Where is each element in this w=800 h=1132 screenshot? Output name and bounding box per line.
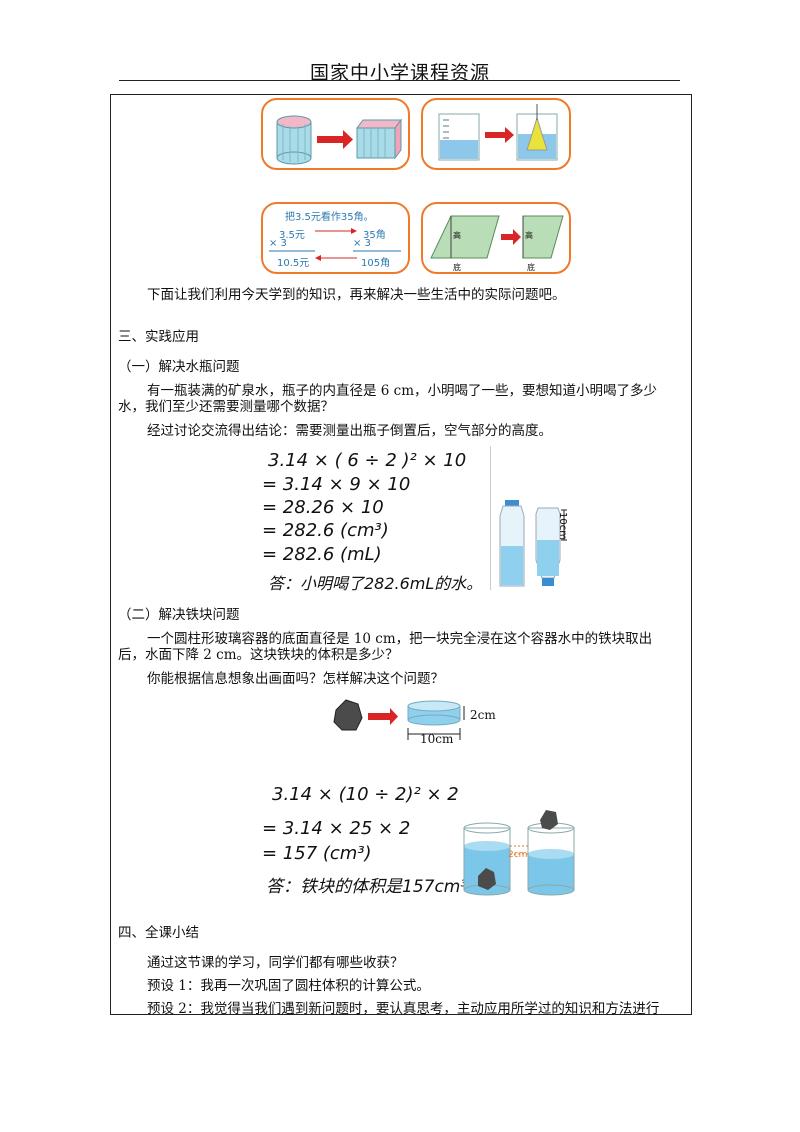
- iron-disc-illustration: [333, 699, 465, 740]
- money-right-top: 35角: [363, 230, 386, 241]
- cylinder-drop-label: 2cm: [508, 850, 528, 860]
- page-header-title: 国家中小学课程资源: [309, 62, 490, 84]
- money-left-res: 10.5元: [277, 258, 310, 269]
- lesson-frame: [110, 94, 692, 1015]
- money-arrows: [269, 228, 401, 261]
- money-left-mul: × 3: [269, 238, 287, 249]
- section-3-heading: 三、实践应用: [118, 329, 199, 345]
- calc2-answer: 答：铁块的体积是157cm³。: [266, 877, 485, 897]
- card-money-conversion: 把3.5元看作35角。 3.5元 × 3 10.5元 35角 × 3 105角: [261, 202, 410, 274]
- header-rule: [119, 80, 680, 81]
- parallelogram-illustration: [430, 215, 564, 259]
- para-height-left: 高: [453, 231, 461, 240]
- problem-1-line-b: 水，我们至少还需要测量哪个数据？: [118, 399, 334, 415]
- card-cylinder-to-cuboid: [261, 98, 410, 170]
- iron-block-icon: [333, 699, 363, 731]
- bottle-height-label: 10cm: [557, 512, 568, 540]
- cylinders-illustration: [463, 810, 575, 896]
- imagine-question: 你能根据信息想象出画面吗？怎样解决这个问题？: [147, 671, 444, 687]
- intro-paragraph: 下面让我们利用今天学到的知识，再来解决一些生活中的实际问题吧。: [147, 287, 566, 303]
- card-parallelogram: 高 底 高 底: [421, 202, 571, 274]
- arrow-icon: [485, 132, 505, 138]
- calc2-line-3: = 157 (cm³): [262, 843, 372, 864]
- cylinder-cuboid-illustration: [276, 115, 402, 165]
- problem-1-line-a: 有一瓶装满的矿泉水，瓶子的内直径是 6 cm，小明喝了一些，要想知道小明喝了多少: [147, 383, 658, 399]
- calc1-line-1: 3.14 × ( 6 ÷ 2 )² × 10: [268, 450, 467, 471]
- calc1-line-3: = 28.26 × 10: [262, 497, 384, 518]
- money-right-res: 105角: [361, 258, 391, 269]
- para-base-left: 底: [453, 263, 461, 272]
- para-height-right: 高: [525, 231, 533, 240]
- conclusion-paragraph: 经过讨论交流得出结论：需要测量出瓶子倒置后，空气部分的高度。: [147, 423, 552, 439]
- money-right-mul: × 3: [353, 238, 371, 249]
- problem-2-line-a: 一个圆柱形玻璃容器的底面直径是 10 cm，把一块完全浸在这个容器水中的铁块取出: [147, 631, 653, 647]
- preset-1: 预设 1：我再一次巩固了圆柱体积的计算公式。: [147, 978, 430, 994]
- disc-height-label: 2cm: [470, 708, 496, 722]
- money-left-top: 3.5元: [279, 230, 305, 241]
- bottles-illustration: [499, 500, 567, 587]
- summary-question: 通过这节课的学习，同学们都有哪些收获？: [147, 955, 404, 971]
- money-line1: 把3.5元看作35角。: [285, 212, 374, 223]
- disc-diameter-label: 10cm: [420, 732, 454, 746]
- preset-2: 预设 2：我觉得当我们遇到新问题时，要认真思考，主动应用所学过的知识和方法进行: [147, 1001, 660, 1017]
- calc1-line-2: = 3.14 × 9 × 10: [262, 474, 411, 495]
- calc1-line-4: = 282.6 (cm³): [262, 520, 389, 541]
- calc1-divider: [490, 446, 491, 590]
- arrow-icon: [501, 234, 513, 240]
- calc2-line-1: 3.14 × (10 ÷ 2)² × 2: [272, 784, 459, 805]
- problem-2-line-b: 后，水面下降 2 cm。这块铁块的体积是多少？: [118, 647, 399, 663]
- calc1-line-5: = 282.6 (mL): [262, 544, 382, 565]
- arrow-icon: [368, 713, 390, 720]
- card-beaker-displacement: [421, 98, 571, 170]
- calc1-answer: 答：小明喝了282.6mL的水。: [268, 574, 483, 593]
- section-4-heading: 四、全课小结: [118, 925, 199, 941]
- iron-block-icon: [540, 810, 558, 830]
- beaker-illustration: [438, 104, 558, 161]
- arrow-icon: [317, 136, 343, 143]
- calc2-line-2: = 3.14 × 25 × 2: [262, 818, 411, 839]
- para-base-right: 底: [527, 263, 535, 272]
- subsection-1-heading: （一）解决水瓶问题: [118, 359, 240, 375]
- subsection-2-heading: （二）解决铁块问题: [118, 607, 240, 623]
